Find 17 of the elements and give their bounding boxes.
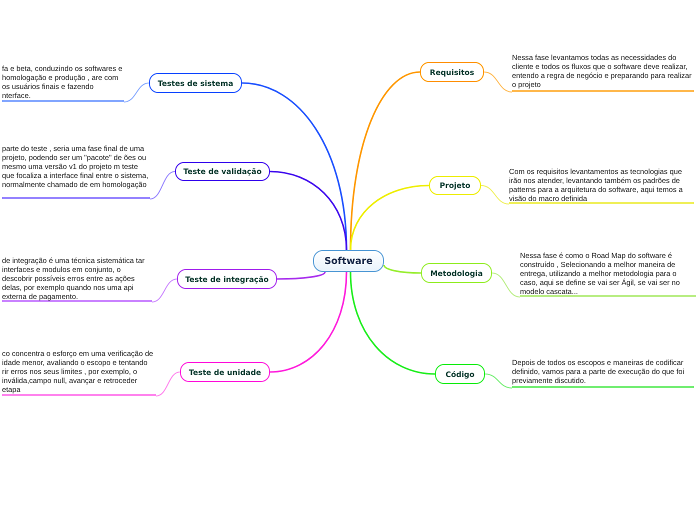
- branch-line: [492, 272, 520, 298]
- branch-line: [152, 278, 178, 302]
- branch-line: [270, 272, 348, 373]
- branch-line: [150, 171, 176, 200]
- branch-line: [383, 264, 422, 274]
- branch-line: [484, 374, 512, 388]
- branch-line: [242, 82, 348, 250]
- branch-line: [124, 82, 150, 102]
- branch-line: [277, 272, 326, 280]
- branch-line: [350, 71, 420, 250]
- central-topic: Software: [313, 250, 384, 272]
- branch-line: [350, 272, 436, 375]
- branch-line: [270, 170, 348, 250]
- branch-line: [484, 72, 512, 92]
- branch-line: [480, 185, 510, 204]
- branch-line: [156, 372, 180, 396]
- branch-line: [350, 184, 430, 250]
